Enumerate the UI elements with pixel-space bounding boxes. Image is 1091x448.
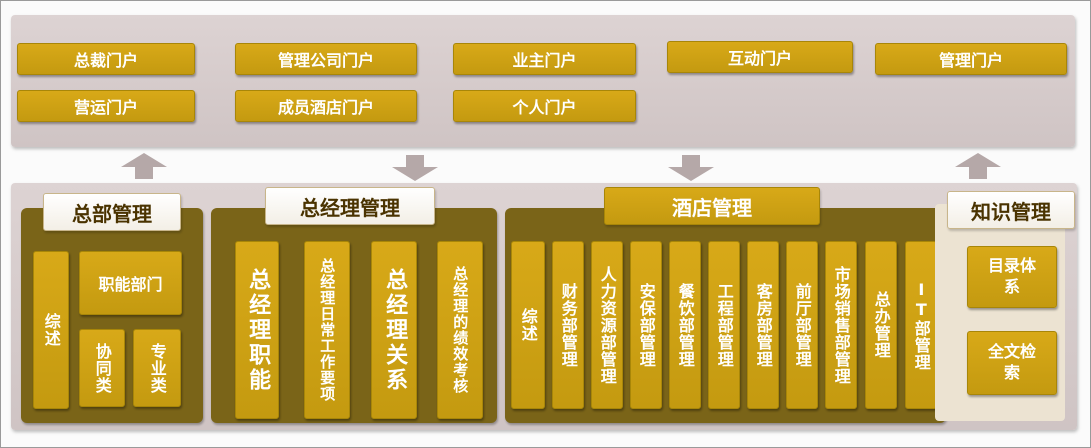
hotel-hr[interactable]: 人力资源部管理 (591, 241, 623, 409)
arrow-up-icon (121, 153, 167, 179)
portal-owner[interactable]: 业主门户 (453, 43, 636, 75)
arrow-up-icon (955, 153, 1001, 179)
gm-functions[interactable]: 总经理职能 (235, 241, 279, 419)
gm-relations[interactable]: 总经理关系 (371, 241, 417, 419)
gm-performance-review[interactable]: 总经理的绩效考核 (437, 241, 483, 419)
headquarters-professional[interactable]: 专业类 (133, 329, 181, 407)
knowledge-catalog[interactable]: 目录体系 (967, 246, 1057, 308)
hotel-engineering[interactable]: 工程部管理 (708, 241, 740, 409)
portal-member-hotel[interactable]: 成员酒店门户 (235, 90, 417, 122)
knowledge-title[interactable]: 知识管理 (947, 191, 1075, 229)
headquarters-functional[interactable]: 职能部门 (79, 251, 182, 315)
hotel-title[interactable]: 酒店管理 (604, 187, 820, 225)
portal-operations[interactable]: 营运门户 (17, 90, 195, 122)
arrow-down-icon (392, 155, 438, 181)
portal-management[interactable]: 管理门户 (875, 43, 1067, 75)
portal-personal[interactable]: 个人门户 (453, 90, 636, 122)
hotel-finance[interactable]: 财务部管理 (552, 241, 584, 409)
hotel-general-office[interactable]: 总办管理 (865, 241, 897, 409)
hotel-housekeeping[interactable]: 客房部管理 (747, 241, 779, 409)
portal-interactive[interactable]: 互动门户 (667, 41, 853, 73)
headquarters-collaborative[interactable]: 协同类 (79, 329, 125, 407)
hotel-overview[interactable]: 综述 (511, 241, 545, 409)
headquarters-title[interactable]: 总部管理 (43, 193, 181, 231)
hotel-food-beverage[interactable]: 餐饮部管理 (669, 241, 701, 409)
hotel-front-office[interactable]: 前厅部管理 (786, 241, 818, 409)
general-manager-title[interactable]: 总经理管理 (265, 187, 435, 225)
portal-management-company[interactable]: 管理公司门户 (235, 43, 417, 75)
hotel-it[interactable]: IT部管理 (905, 241, 937, 409)
gm-daily-work[interactable]: 总经理日常工作要项 (304, 241, 350, 419)
arrow-down-icon (668, 155, 714, 181)
portal-president[interactable]: 总裁门户 (17, 43, 195, 75)
portal-panel (11, 15, 1075, 147)
hotel-security[interactable]: 安保部管理 (630, 241, 662, 409)
headquarters-overview[interactable]: 综述 (33, 251, 69, 409)
hotel-sales-marketing[interactable]: 市场销售部管理 (825, 241, 857, 409)
knowledge-fulltext-search[interactable]: 全文检索 (967, 331, 1057, 395)
